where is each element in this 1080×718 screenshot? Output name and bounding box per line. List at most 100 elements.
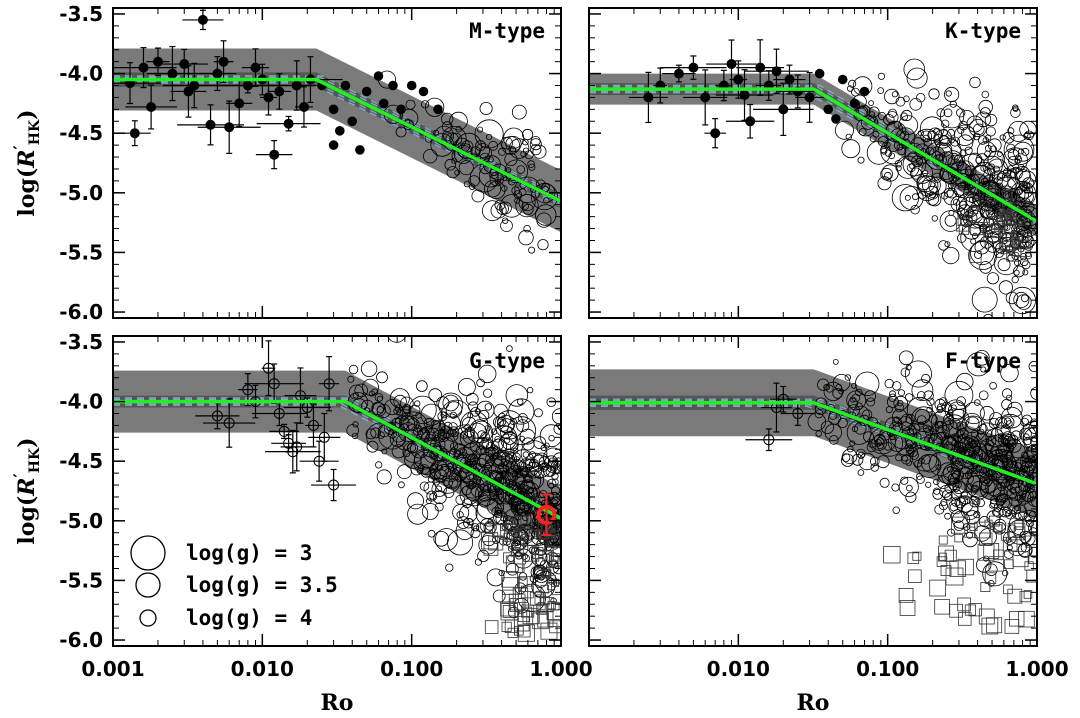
data-point-open	[832, 388, 843, 399]
data-point-open	[996, 498, 1005, 507]
data-point-square	[940, 565, 952, 576]
data-point-open	[542, 464, 555, 477]
data-point-open	[979, 474, 998, 493]
data-point-open	[969, 440, 978, 449]
data-point-open	[949, 417, 961, 429]
data-point-open	[433, 530, 450, 547]
data-point-open	[973, 499, 980, 505]
data-point-open	[938, 240, 949, 251]
data-point-open	[435, 485, 443, 493]
data-point-open	[1007, 544, 1013, 551]
data-point-open	[979, 261, 992, 274]
data-point-open	[900, 454, 912, 465]
data-point-square	[1006, 246, 1022, 262]
data-point-open	[909, 98, 922, 111]
data-point-open	[434, 502, 444, 512]
data-point-open	[549, 498, 558, 508]
data-point-open	[507, 545, 514, 552]
data-point-open	[1005, 420, 1013, 427]
data-point-open	[377, 431, 385, 439]
data-point-open	[376, 371, 388, 384]
data-point-filled	[197, 14, 208, 25]
data-point-open	[970, 238, 977, 245]
data-point-open	[976, 422, 997, 442]
data-point-open	[943, 189, 960, 206]
data-point-open	[966, 352, 991, 377]
data-point-open	[441, 126, 467, 152]
data-point-open	[518, 193, 536, 211]
data-point-open	[1031, 497, 1037, 507]
data-point-open	[535, 179, 546, 190]
data-point-open	[440, 399, 471, 430]
data-point-open	[1006, 456, 1013, 464]
data-point-filled	[205, 119, 216, 130]
y-tick-label: -6.0	[59, 300, 103, 324]
data-point-open	[521, 553, 528, 560]
data-point-open	[522, 451, 529, 458]
data-point-open	[963, 437, 973, 446]
data-point-open	[999, 134, 1006, 141]
data-point-open	[513, 509, 532, 528]
data-point-filled	[291, 80, 302, 91]
data-point-filled	[700, 92, 711, 103]
data-point-open	[492, 438, 505, 451]
data-point-open	[1030, 445, 1037, 452]
data-point-open	[840, 453, 855, 467]
data-point-filled	[823, 104, 833, 115]
x-tick-label: 1.000	[1005, 657, 1068, 681]
data-point-square	[501, 571, 518, 588]
data-point-open	[448, 475, 456, 483]
data-point-open	[508, 138, 530, 159]
data-point-open	[904, 360, 932, 388]
data-point-open	[980, 366, 987, 373]
data-point-open	[463, 517, 474, 529]
data-point-open	[533, 436, 547, 450]
data-point-open	[978, 99, 993, 115]
data-point-open	[497, 420, 510, 432]
data-point-filled	[373, 71, 384, 81]
y-tick-label: -3.5	[59, 2, 103, 26]
data-point-open	[969, 495, 981, 508]
data-point-open	[498, 463, 505, 470]
data-point-square	[989, 216, 1004, 231]
data-point-square	[1022, 516, 1037, 532]
data-point-open	[524, 459, 536, 470]
data-point-open	[442, 394, 460, 412]
data-point-open	[943, 413, 955, 425]
data-point-open	[348, 384, 364, 400]
data-point-open	[419, 464, 430, 475]
data-point-open	[947, 454, 955, 461]
data-point-open	[406, 492, 424, 510]
data-point-open	[522, 138, 529, 146]
data-point-open	[985, 479, 1002, 497]
data-point-open	[925, 185, 940, 200]
data-point-open	[860, 115, 876, 130]
data-point-open	[351, 432, 359, 440]
data-point-open	[1013, 269, 1020, 276]
data-point-open	[436, 396, 450, 410]
data-point-open	[430, 445, 448, 462]
data-point-open	[961, 412, 983, 434]
data-point-open	[944, 432, 951, 439]
data-point-square	[1026, 569, 1037, 583]
data-point-open	[898, 350, 914, 366]
fit-line	[113, 399, 561, 520]
data-point-open	[907, 446, 919, 458]
data-point-filled	[328, 104, 339, 115]
data-point-filled	[335, 126, 345, 136]
data-point-open	[931, 410, 955, 434]
data-point-filled	[347, 116, 358, 127]
data-point-open	[841, 453, 851, 463]
data-point-open	[360, 360, 378, 378]
data-point-open	[423, 148, 438, 164]
data-point-open	[892, 506, 900, 514]
data-point-square	[883, 546, 901, 564]
data-point-open	[997, 433, 1004, 440]
data-point-open	[1008, 155, 1018, 166]
data-point-open	[376, 406, 384, 414]
data-point-open	[539, 424, 561, 448]
data-point-open	[413, 450, 439, 475]
data-point-open	[504, 152, 518, 166]
data-point-open	[474, 483, 498, 506]
